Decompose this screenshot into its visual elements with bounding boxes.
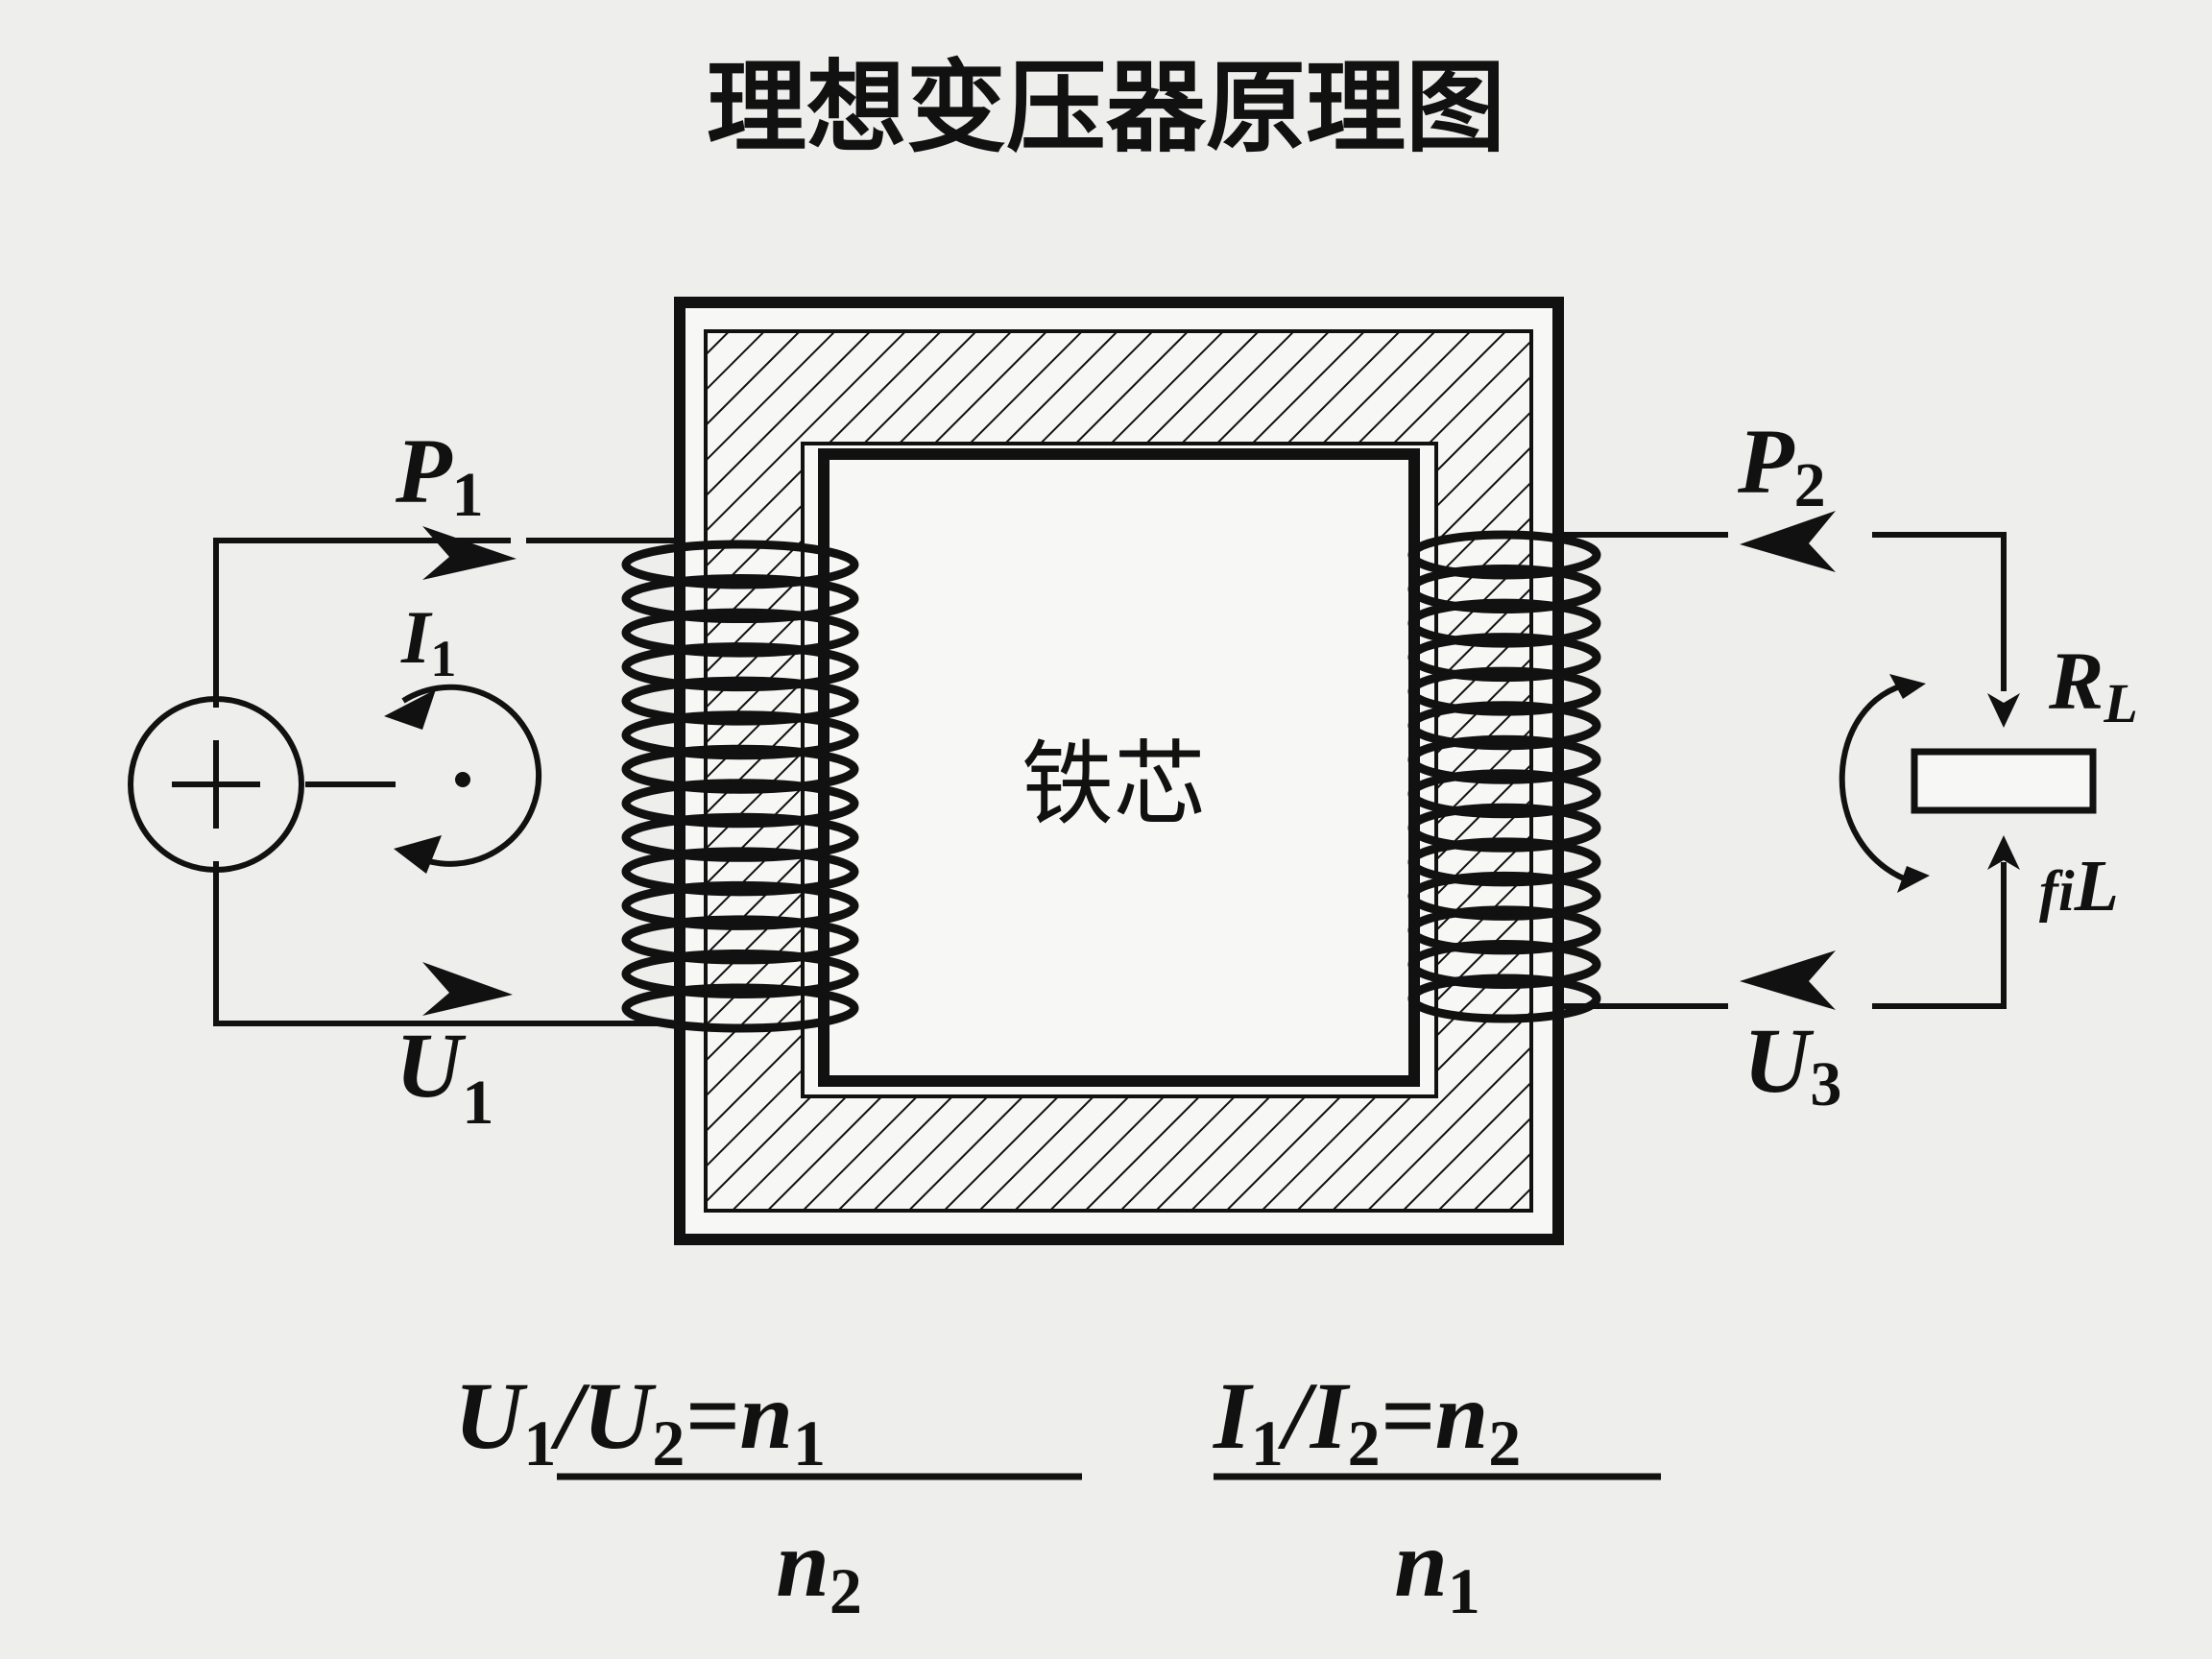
label-il: fiL xyxy=(2039,846,2119,926)
u3-arrow-icon xyxy=(1740,950,1836,1010)
secondary-coil-turn xyxy=(1407,837,1601,887)
primary-circuit xyxy=(213,538,677,1026)
polarity-dot-icon xyxy=(455,772,470,787)
formula-left-numerator: U1/U2=n1 xyxy=(454,1362,826,1479)
label-p1: P1 xyxy=(395,420,484,530)
secondary-coil-turn xyxy=(1407,905,1601,955)
formula-right-numerator: I1/I2=n2 xyxy=(1213,1362,1521,1479)
secondary-coil-turn xyxy=(1407,769,1601,819)
secondary-coil-turn xyxy=(1407,633,1601,683)
diagram-title: 理想变压器原理图 xyxy=(707,49,1505,166)
primary-coil-turn xyxy=(621,608,859,658)
i1-circulation-arrow xyxy=(384,684,542,874)
secondary-coil-turn xyxy=(1407,565,1601,614)
secondary-coil-turn xyxy=(1407,666,1601,716)
primary-coil-turn xyxy=(621,847,859,897)
primary-coil-turn xyxy=(621,642,859,692)
secondary-coil-turn xyxy=(1407,598,1601,648)
primary-coil-turn xyxy=(621,812,859,862)
formula-right-denominator: n1 xyxy=(1394,1510,1480,1627)
primary-coil-turn xyxy=(621,574,859,624)
p1-arrow-icon xyxy=(422,526,517,580)
secondary-coil-turn xyxy=(1407,701,1601,751)
primary-coil-turn xyxy=(621,744,859,794)
label-u3: U3 xyxy=(1743,1009,1841,1119)
primary-coil-turn xyxy=(621,540,859,589)
ac-source-plus-icon xyxy=(128,696,304,873)
formula-voltage-ratio: U1/U2=n1 n2 xyxy=(454,1362,1082,1627)
secondary-coil xyxy=(1407,530,1601,1023)
core-label: 铁芯 xyxy=(1022,731,1206,838)
primary-coil-turn xyxy=(621,880,859,930)
secondary-coil-turn xyxy=(1407,974,1601,1023)
formula-left-denominator: n2 xyxy=(776,1510,862,1627)
secondary-coil-turn xyxy=(1407,530,1601,580)
label-rl: RL xyxy=(2048,635,2138,734)
primary-coil-turn xyxy=(621,676,859,726)
formula-current-ratio: I1/I2=n2 n1 xyxy=(1213,1362,1661,1627)
label-i1: I1 xyxy=(400,595,456,687)
primary-coil xyxy=(621,540,859,1033)
primary-coil-turn xyxy=(621,915,859,965)
label-u1: U1 xyxy=(396,1014,493,1138)
secondary-circuit xyxy=(1560,532,2007,1009)
secondary-coil-turn xyxy=(1407,803,1601,853)
secondary-coil-turn xyxy=(1407,871,1601,921)
primary-coil-turn xyxy=(621,949,859,998)
primary-coil-turn xyxy=(621,710,859,760)
label-p2: P2 xyxy=(1737,410,1826,520)
secondary-coil-turn xyxy=(1407,939,1601,989)
variable-resistor-icon xyxy=(1839,674,2097,893)
u1-arrow-icon xyxy=(422,962,513,1016)
primary-coil-turn xyxy=(621,983,859,1033)
secondary-coil-turn xyxy=(1407,734,1601,784)
iron-core xyxy=(674,297,1564,1245)
primary-coil-turn xyxy=(621,779,859,829)
p2-arrow-icon xyxy=(1740,511,1836,572)
